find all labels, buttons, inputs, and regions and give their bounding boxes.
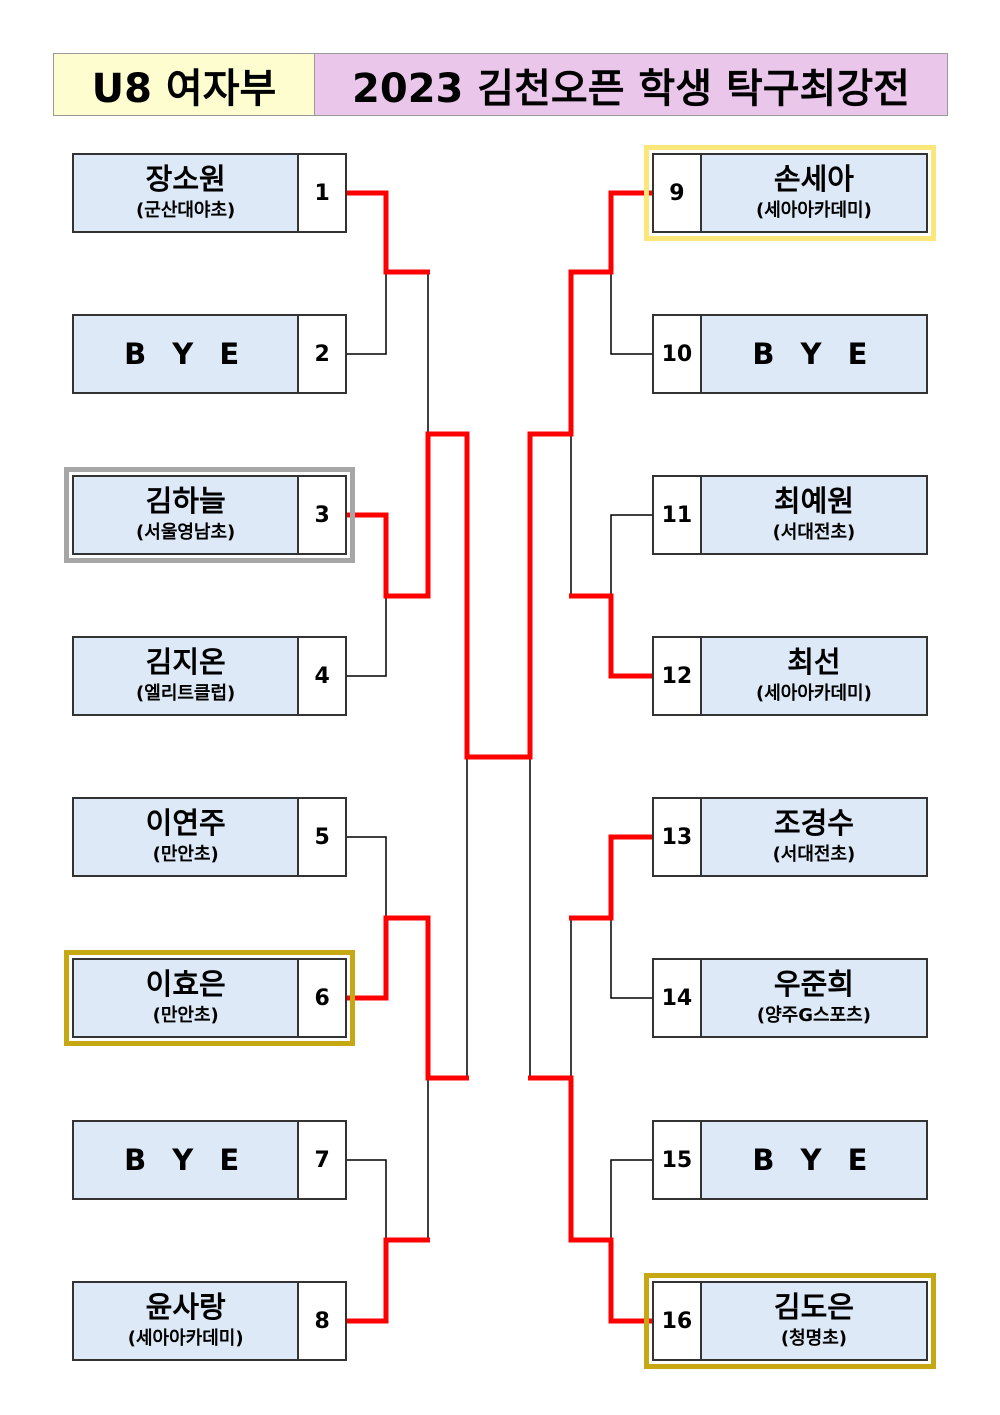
seed-number: 6 <box>299 960 345 1036</box>
seed-number: 13 <box>654 799 700 875</box>
player-club: (양주G스포츠) <box>756 1005 871 1026</box>
line-right-p11 <box>610 514 652 596</box>
player-16: 16 김도은 (청명초) <box>644 1273 936 1369</box>
seed-number: 8 <box>299 1283 345 1359</box>
player-8: 윤사랑 (세아아카데미) 8 <box>72 1281 347 1361</box>
win-p16 <box>528 1075 652 1324</box>
player-name: 윤사랑 <box>145 1290 226 1324</box>
player-9: 9 손세아 (세아아카데미) <box>644 145 936 241</box>
player-club: (서울영남초) <box>136 522 236 543</box>
seed-number: 1 <box>299 155 345 231</box>
seed-number: 4 <box>299 638 345 714</box>
win-p1 <box>347 190 430 275</box>
player-name: 이연주 <box>145 806 226 840</box>
player-13: 13 조경수 (서대전초) <box>652 797 928 877</box>
seed-number: 5 <box>299 799 345 875</box>
seed-number: 7 <box>299 1122 345 1198</box>
tournament-title: 2023 김천오픈 학생 탁구최강전 <box>315 53 948 116</box>
player-name: 조경수 <box>773 806 854 840</box>
player-name: B Y E <box>124 337 248 371</box>
seed-number: 16 <box>654 1283 700 1359</box>
player-12: 12 최선 (세아아카데미) <box>652 636 928 716</box>
player-name: 장소원 <box>145 162 226 196</box>
player-name: B Y E <box>752 1143 876 1177</box>
player-club: (세아아카데미) <box>756 200 872 221</box>
player-name: 김지온 <box>145 645 226 679</box>
line-right-p15 <box>610 1159 652 1240</box>
player-name: 김하늘 <box>145 484 226 518</box>
player-club: (세아아카데미) <box>756 683 872 704</box>
player-14: 14 우준희 (양주G스포츠) <box>652 958 928 1038</box>
player-10: 10 B Y E <box>652 314 928 394</box>
seed-number: 10 <box>654 316 700 392</box>
win-p9 <box>498 190 652 760</box>
win-p3 <box>347 431 500 760</box>
player-15: 15 B Y E <box>652 1120 928 1200</box>
player-club: (군산대야초) <box>136 200 236 221</box>
player-6: 이효은 (만안초) 6 <box>64 950 355 1046</box>
player-name: 김도은 <box>773 1290 854 1324</box>
player-name: 최선 <box>787 645 841 679</box>
player-club: (서대전초) <box>772 522 856 543</box>
seed-number: 11 <box>654 477 700 553</box>
player-club: (서대전초) <box>772 844 856 865</box>
player-club: (청명초) <box>780 1328 847 1349</box>
win-p12 <box>569 593 652 679</box>
win-p13 <box>569 834 652 921</box>
line-right-p14 <box>610 918 652 999</box>
player-2: B Y E 2 <box>72 314 347 394</box>
line-p2 <box>347 272 387 355</box>
player-club: (엘리트클럽) <box>136 683 236 704</box>
win-p6 <box>347 915 469 1081</box>
player-name: 이효은 <box>145 967 226 1001</box>
seed-number: 9 <box>654 155 700 231</box>
player-name: B Y E <box>752 337 876 371</box>
win-p8 <box>347 1237 430 1324</box>
division-label: U8 여자부 <box>53 53 315 116</box>
line-r3-bottom <box>466 756 500 1078</box>
player-club: (만안초) <box>152 844 219 865</box>
player-7: B Y E 7 <box>72 1120 347 1200</box>
player-11: 11 최예원 (서대전초) <box>652 475 928 555</box>
line-p7 <box>347 1159 387 1240</box>
seed-number: 3 <box>299 477 345 553</box>
line-p5 <box>347 836 387 918</box>
seed-number: 2 <box>299 316 345 392</box>
player-5: 이연주 (만안초) 5 <box>72 797 347 877</box>
player-name: 손세아 <box>773 162 854 196</box>
seed-number: 15 <box>654 1122 700 1198</box>
player-1: 장소원 (군산대야초) 1 <box>72 153 347 233</box>
player-4: 김지온 (엘리트클럽) 4 <box>72 636 347 716</box>
player-name: B Y E <box>124 1143 248 1177</box>
player-3: 김하늘 (서울영남초) 3 <box>64 467 355 563</box>
line-p4 <box>347 596 387 677</box>
player-name: 최예원 <box>773 484 854 518</box>
player-club: (만안초) <box>152 1005 219 1026</box>
player-club: (세아아카데미) <box>127 1328 244 1349</box>
line-right-p10 <box>610 272 652 355</box>
player-name: 우준희 <box>773 967 854 1001</box>
seed-number: 14 <box>654 960 700 1036</box>
seed-number: 12 <box>654 638 700 714</box>
